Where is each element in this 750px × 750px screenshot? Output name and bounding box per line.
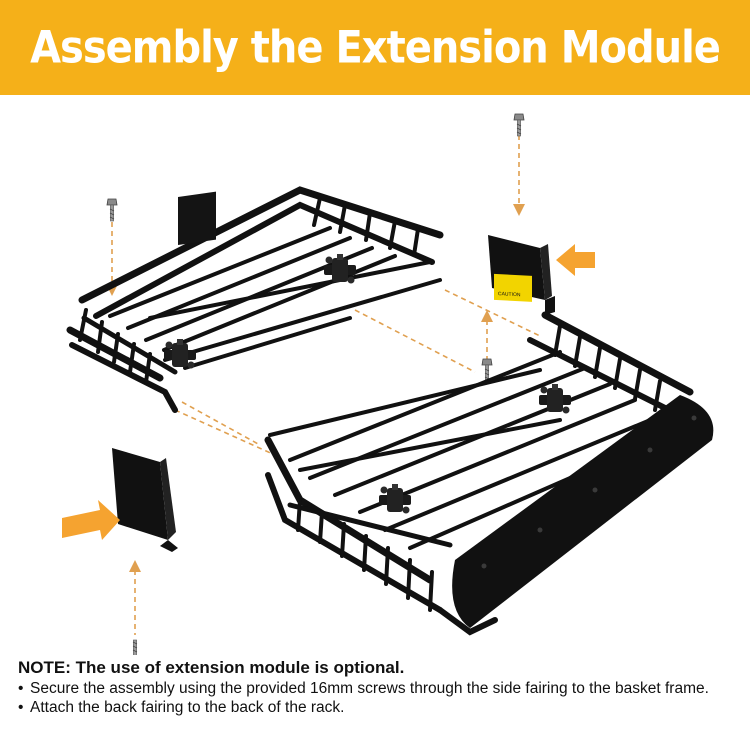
note-text: Secure the assembly using the provided 1…	[30, 680, 709, 697]
caution-label-text: CAUTION	[498, 291, 521, 298]
caution-label	[494, 273, 532, 302]
guide-arrow-up-center	[481, 310, 493, 322]
notes-section: NOTE: The use of extension module is opt…	[18, 657, 733, 717]
rack-rear-section	[66, 186, 444, 413]
fairing-bolt	[537, 527, 543, 533]
fairing-bolt	[592, 487, 598, 493]
note-item: • Attach the back fairing to the back of…	[18, 698, 733, 717]
fairing-bolt	[691, 415, 697, 421]
crossbar-clamp-icon	[164, 339, 196, 369]
fairing-bolt	[647, 447, 653, 453]
orange-arrow-icon	[62, 500, 120, 540]
screw-icon	[129, 639, 141, 663]
note-text: Attach the back fairing to the back of t…	[30, 699, 345, 716]
rear-mount-plate	[178, 191, 216, 245]
screw-icon	[106, 198, 118, 222]
rack-front-section	[264, 311, 694, 636]
fairing-bolt	[481, 563, 487, 569]
note-heading: NOTE: The use of extension module is opt…	[18, 658, 405, 677]
crossbar-clamp-icon	[379, 484, 411, 514]
side-bracket-bottom-left	[112, 448, 178, 552]
assembly-diagram: CAUTION	[0, 95, 750, 663]
guide-arrow-down-top-right	[513, 204, 525, 216]
guide-line-rail-3	[174, 409, 276, 456]
side-bracket-top-right: CAUTION	[488, 235, 555, 315]
bullet: •	[18, 699, 24, 716]
guide-line-rail-2	[354, 309, 476, 373]
screw-icon	[513, 113, 525, 137]
guide-line-rail-4	[181, 401, 261, 446]
header-banner: Assembly the Extension Module	[0, 0, 750, 95]
guide-lines	[111, 135, 541, 635]
wind-fairing	[452, 395, 714, 628]
note-item: • Secure the assembly using the provided…	[18, 679, 733, 698]
bullet: •	[18, 680, 24, 697]
orange-arrow-icon	[556, 244, 595, 276]
guide-arrow-up-bottom	[129, 560, 141, 572]
page-title: Assembly the Extension Module	[30, 21, 721, 74]
